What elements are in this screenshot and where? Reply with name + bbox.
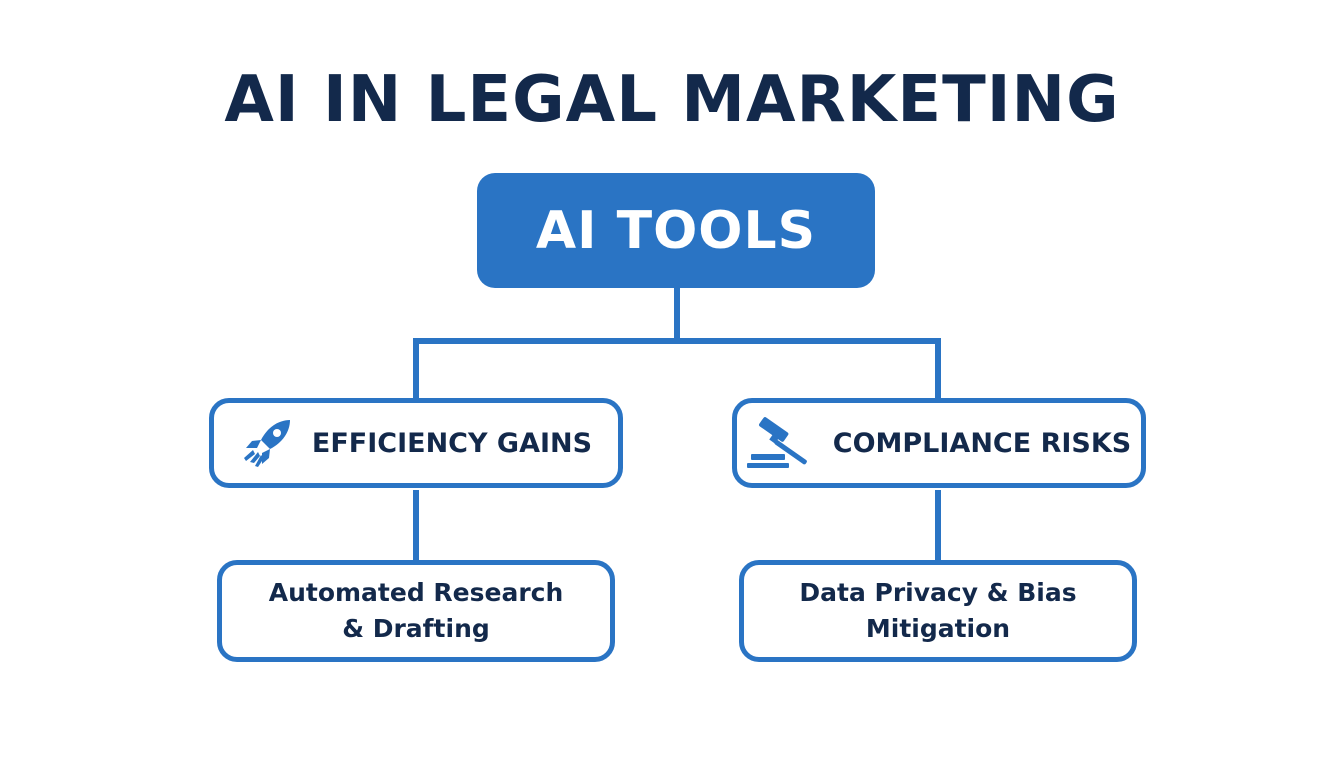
page-title: AI IN LEGAL MARKETING: [224, 63, 1120, 137]
gavel-icon: [746, 414, 819, 472]
branch-node-compliance-risks: COMPLIANCE RISKS: [732, 398, 1146, 488]
branch-node-efficiency-gains: EFFICIENCY GAINS: [209, 398, 623, 488]
root-node-ai-tools: AI TOOLS: [477, 173, 875, 288]
branch-label-efficiency-gains: EFFICIENCY GAINS: [311, 427, 593, 459]
leaf-node-data-privacy: Data Privacy & Bias Mitigation: [739, 560, 1137, 662]
leaf-label-line1: Automated Research: [268, 578, 564, 607]
root-node-label: AI TOOLS: [535, 200, 817, 261]
branch-label-compliance-risks: COMPLIANCE RISKS: [832, 427, 1132, 459]
rocket-icon: [240, 414, 298, 472]
connector-horizontal: [413, 338, 941, 400]
leaf-label-line2: Mitigation: [865, 614, 1011, 643]
leaf-label-line2: & Drafting: [342, 614, 490, 643]
leaf-label-line1: Data Privacy & Bias: [799, 578, 1077, 607]
leaf-node-automated-research: Automated Research & Drafting: [217, 560, 615, 662]
